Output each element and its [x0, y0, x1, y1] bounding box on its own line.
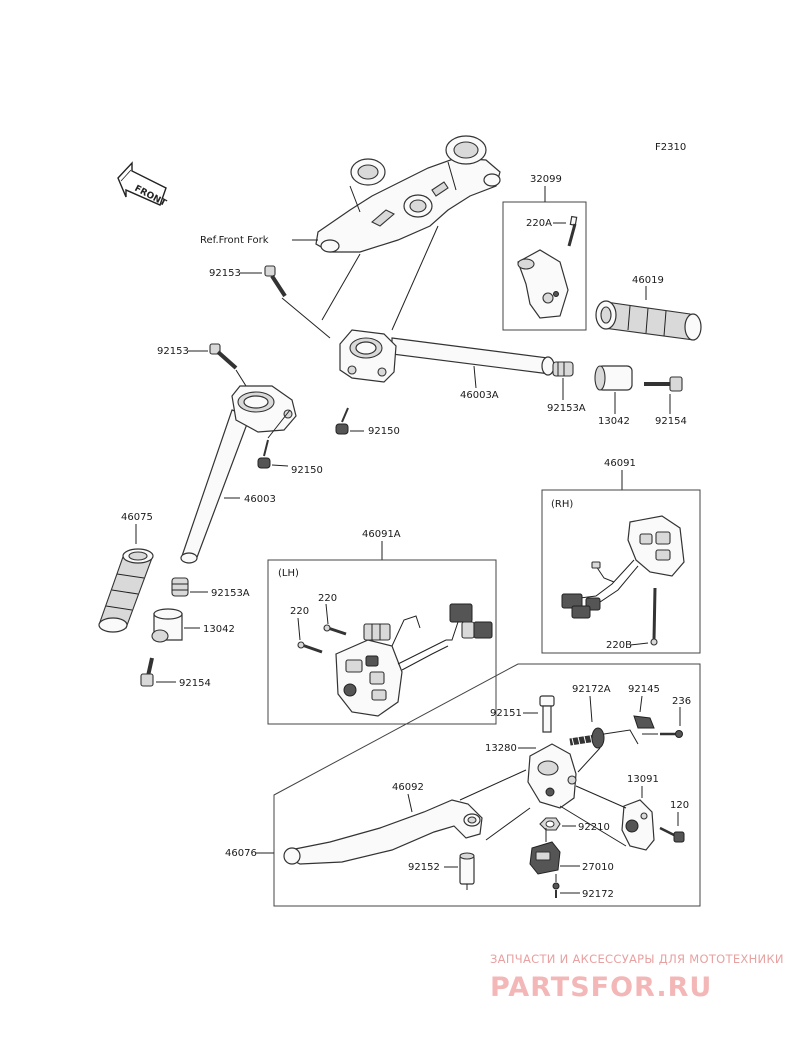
part-92151-bolt — [539, 695, 555, 733]
part-label-92151: 92151 — [490, 708, 522, 719]
part-27010-switch — [529, 841, 561, 875]
part-label-92172: 92172 — [582, 889, 614, 900]
part-220-screw-a — [323, 624, 347, 636]
part-label-120: 120 — [670, 800, 689, 811]
part-label-220-a: 220 — [318, 593, 337, 604]
part-92153-bolt-left — [209, 343, 238, 370]
part-label-92154-right: 92154 — [655, 416, 687, 427]
group-label-lh: (LH) — [278, 568, 299, 579]
part-120-bolt — [659, 826, 685, 843]
part-46003-handlebar — [180, 385, 297, 564]
part-label-92153-left: 92153 — [157, 346, 189, 357]
part-46091-switch-rh — [561, 515, 685, 619]
group-box-46091 — [541, 489, 701, 654]
part-label-92172A: 92172A — [572, 684, 611, 695]
part-label-92150-mid: 92150 — [368, 426, 400, 437]
part-236-screw — [660, 730, 683, 738]
part-label-220B: 220B — [606, 640, 632, 651]
svg-text:PARTSFOR.RU: PARTSFOR.RU — [490, 972, 712, 1003]
part-46092-lever — [283, 799, 483, 865]
part-label-13280: 13280 — [485, 743, 517, 754]
part-92150-bolt-left — [257, 439, 271, 469]
part-label-46091: 46091 — [604, 458, 636, 469]
part-32099-housing — [517, 249, 569, 319]
group-box-46076 — [273, 663, 701, 907]
part-220A-screw — [567, 215, 578, 247]
part-label-92153-top: 92153 — [209, 268, 241, 279]
part-220-screw-b — [297, 641, 323, 654]
part-label-27010: 27010 — [582, 862, 614, 873]
part-92172A-adjuster — [569, 727, 605, 749]
part-13042-right — [594, 365, 633, 391]
upper-triple-clamp — [315, 135, 501, 253]
part-92150-bolt-mid — [335, 407, 349, 435]
part-label-46091A: 46091A — [362, 529, 401, 540]
part-label-92153A-right: 92153A — [547, 403, 586, 414]
part-92145-spring — [603, 715, 655, 745]
part-46019-grip — [595, 300, 702, 341]
part-label-13042-right: 13042 — [598, 416, 630, 427]
part-label-46019: 46019 — [632, 275, 664, 286]
part-92153-bolt-top — [264, 265, 287, 298]
part-46091A-switch-lh — [335, 603, 493, 717]
part-46003A-handlebar — [339, 329, 555, 383]
part-label-46003A: 46003A — [460, 390, 499, 401]
part-label-46092: 46092 — [392, 782, 424, 793]
part-92154-bolt-right — [644, 376, 683, 392]
group-box-46091A — [267, 559, 497, 725]
part-13091-holder — [621, 799, 655, 851]
part-label-46076: 46076 — [225, 848, 257, 859]
part-label-46003: 46003 — [244, 494, 276, 505]
part-92172-screw — [552, 882, 560, 898]
figure-code: F2310 — [655, 142, 686, 153]
part-label-220A: 220A — [526, 218, 552, 229]
part-46075-grip — [98, 548, 154, 633]
watermark-logo: ЗАПЧАСТИ И АКСЕССУАРЫ ДЛЯ МОТОТЕХНИКИ PA… — [490, 952, 784, 1003]
svg-text:ЗАПЧАСТИ И АКСЕССУАРЫ ДЛЯ МОТО: ЗАПЧАСТИ И АКСЕССУАРЫ ДЛЯ МОТОТЕХНИКИ — [490, 952, 784, 966]
part-label-13091: 13091 — [627, 774, 659, 785]
front-arrow-icon: FRONT — [117, 161, 168, 209]
part-label-92145: 92145 — [628, 684, 660, 695]
ref-front-fork-label: Ref.Front Fork — [200, 235, 269, 246]
part-label-92150-left: 92150 — [291, 465, 323, 476]
part-label-92154-left: 92154 — [179, 678, 211, 689]
part-13042-left — [151, 608, 183, 643]
part-label-46075: 46075 — [121, 512, 153, 523]
part-92154-bolt-left — [140, 657, 154, 687]
part-92210-nut — [539, 817, 561, 831]
group-label-rh: (RH) — [551, 499, 573, 510]
part-92153A-left — [171, 577, 189, 597]
part-13280-bracket — [527, 743, 577, 809]
part-92153A-right — [552, 361, 574, 377]
part-label-220-b: 220 — [290, 606, 309, 617]
part-label-92210: 92210 — [578, 822, 610, 833]
part-220B-screw — [650, 587, 658, 646]
part-label-32099: 32099 — [530, 174, 562, 185]
part-label-92153A-left: 92153A — [211, 588, 250, 599]
part-92152-collar — [459, 852, 475, 885]
part-label-92152: 92152 — [408, 862, 440, 873]
part-label-236: 236 — [672, 696, 691, 707]
part-label-13042-left: 13042 — [203, 624, 235, 635]
